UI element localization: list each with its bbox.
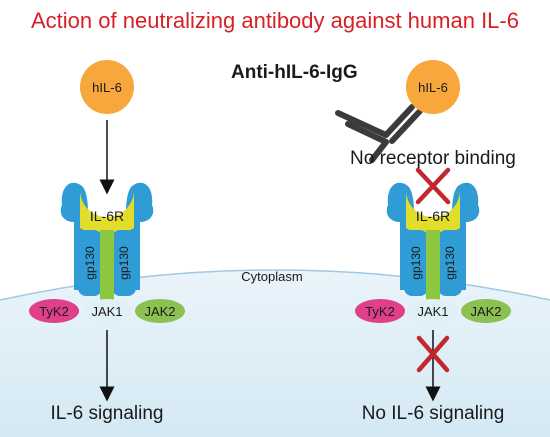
- antibody-label: Anti-hIL-6-IgG: [231, 62, 358, 83]
- diagram-title: Action of neutralizing antibody against …: [31, 8, 519, 33]
- right-outcome-label: No IL-6 signaling: [361, 403, 505, 424]
- left-il6r-receptor: [80, 190, 134, 236]
- right-ligand-circle: [406, 60, 460, 114]
- right-gp130-left-domain: [404, 230, 428, 296]
- cytoplasm-label: Cytoplasm: [241, 269, 302, 284]
- left-gp130-right-domain: [112, 230, 136, 296]
- right-panel: [335, 60, 511, 402]
- left-gp130-left-domain: [78, 230, 102, 296]
- left-jak1-kinase: [82, 299, 132, 323]
- signal-blocked-cross-icon: [416, 335, 450, 373]
- right-ligand-label: hIL-6: [418, 80, 448, 95]
- left-gp130-left-label: gp130: [83, 246, 97, 280]
- left-tyk2-label: TyK2: [39, 304, 69, 319]
- binding-blocked-cross-icon: [415, 167, 451, 205]
- left-receptor-label: IL-6R: [90, 208, 124, 224]
- right-gp130-core: [426, 230, 440, 300]
- left-jak2-kinase: [135, 299, 185, 323]
- no-receptor-binding-label: No receptor binding: [350, 148, 516, 169]
- left-jak2-label: JAK2: [144, 304, 175, 319]
- left-outcome-label: IL-6 signaling: [50, 403, 164, 424]
- right-il6r-receptor: [406, 190, 460, 236]
- right-jak1-kinase: [408, 299, 458, 323]
- right-gp130-right-domain: [438, 230, 462, 296]
- right-tyk2-label: TyK2: [365, 304, 395, 319]
- right-gp130-right-label: gp130: [443, 246, 457, 280]
- left-gp130-core: [100, 230, 114, 300]
- right-tyk2-kinase: [355, 299, 405, 323]
- right-receptor-label: IL-6R: [416, 208, 450, 224]
- left-tyk2-kinase: [29, 299, 79, 323]
- right-jak2-label: JAK2: [470, 304, 501, 319]
- left-panel: [29, 60, 185, 402]
- left-gp130-right-label: gp130: [117, 246, 131, 280]
- antibody-icon: [335, 104, 423, 163]
- left-ligand-label: hIL-6: [92, 80, 122, 95]
- right-gp130-left-label: gp130: [409, 246, 423, 280]
- right-jak1-label: JAK1: [417, 304, 448, 319]
- left-jak1-label: JAK1: [91, 304, 122, 319]
- left-ligand-circle: [80, 60, 134, 114]
- right-jak2-kinase: [461, 299, 511, 323]
